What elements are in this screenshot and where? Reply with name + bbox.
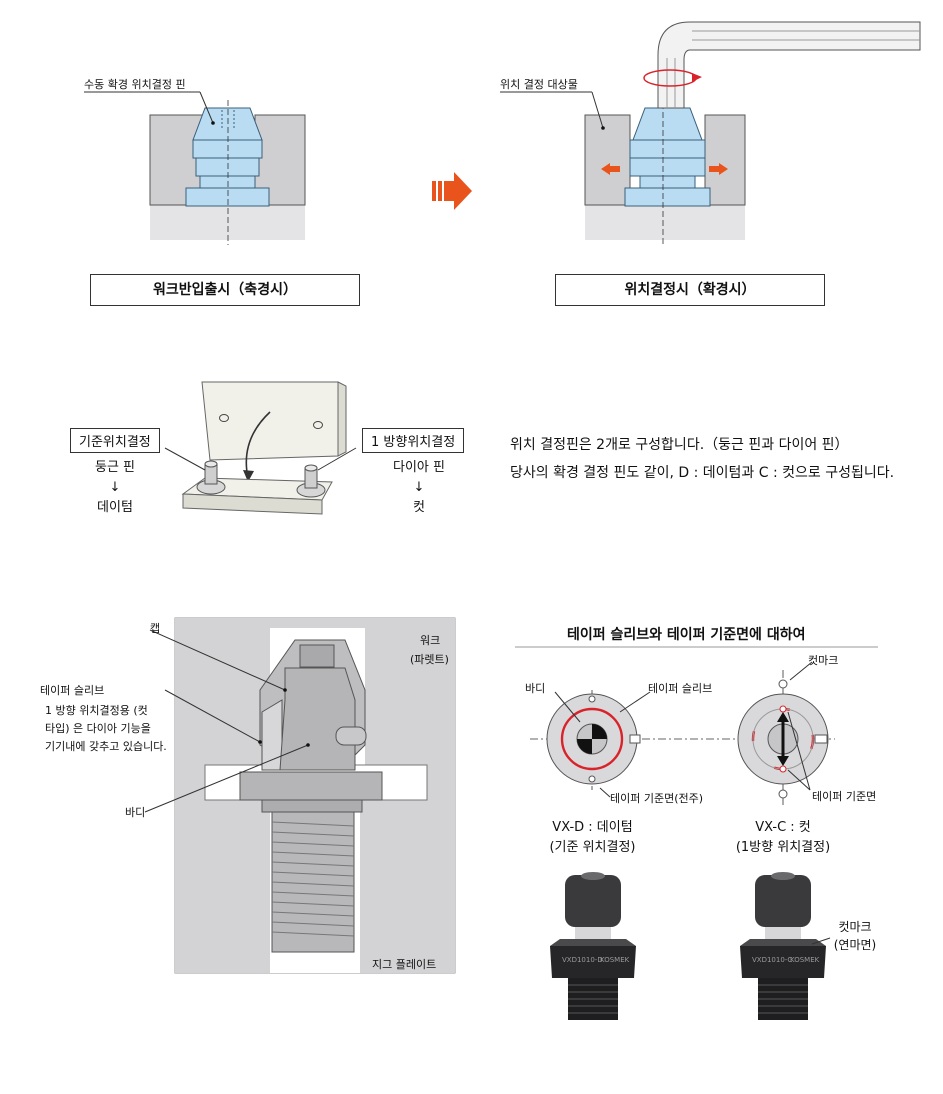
diamond-pin-name: 다이아 핀 bbox=[393, 460, 445, 475]
vx-d-caption: VX-D : 데이텀 (기준 위치결정) bbox=[530, 818, 655, 858]
taper-ref-label: 테이퍼 기준면 bbox=[812, 790, 877, 803]
round-pin-label: 둥근 핀 ↓ 데이텀 bbox=[60, 458, 170, 518]
diamond-pin-arrow: ↓ bbox=[413, 480, 425, 495]
diamond-pin-label: 다이아 핀 ↓ 컷 bbox=[362, 458, 476, 518]
taper-ref-full-label: 테이퍼 기준면(전주) bbox=[610, 792, 704, 805]
cut-mark-polished-label: 컷마크 (연마면) bbox=[820, 918, 890, 954]
cut-mark-polished-line2: (연마면) bbox=[833, 938, 877, 952]
vx-d-engraving-model: VXD1010-D bbox=[562, 956, 603, 964]
retracted-caption: 워크반입출시（축경시） bbox=[90, 274, 360, 306]
cut-type-note-line1: 1 방향 위치결정용 (컷 bbox=[45, 704, 148, 717]
vx-c-line2: (1방향 위치결정) bbox=[735, 840, 831, 855]
expanded-caption: 위치결정시（확경시） bbox=[555, 274, 825, 306]
direction-positioning-label: 1 방향위치결정 bbox=[362, 428, 465, 453]
taper-sleeve-top-label: 테이퍼 슬리브 bbox=[648, 682, 713, 695]
workpiece-callout: 위치 결정 대상물 bbox=[500, 78, 578, 91]
cut-mark-label: 컷마크 bbox=[808, 654, 839, 667]
taper-sleeve-label: 테이퍼 슬리브 bbox=[40, 684, 105, 697]
reference-positioning-label: 기준위치결정 bbox=[70, 428, 160, 453]
pallet-label: (파렛트) bbox=[410, 653, 449, 666]
round-pin-arrow: ↓ bbox=[109, 480, 121, 495]
cut-type-note-line2: 타입) 은 다이아 기능을 bbox=[45, 722, 151, 735]
vx-c-engraving-brand: KOSMEK bbox=[790, 956, 820, 964]
body-label: 바디 bbox=[125, 806, 146, 819]
diamond-pin-type: 컷 bbox=[413, 500, 425, 515]
cut-type-note-line3: 기기내에 갖추고 있습니다. bbox=[45, 740, 167, 753]
round-pin-name: 둥근 핀 bbox=[94, 460, 135, 475]
retracted-pin-callout: 수동 확경 위치결정 핀 bbox=[84, 78, 186, 91]
jig-plate-label: 지그 플레이트 bbox=[372, 958, 437, 971]
vx-c-caption: VX-C : 컷 (1방향 위치결정) bbox=[718, 818, 848, 858]
round-pin-type: 데이텀 bbox=[97, 500, 133, 515]
description-line-1: 위치 결정핀은 2개로 구성합니다.（둥근 핀과 다이어 핀） bbox=[510, 437, 849, 453]
taper-body-label: 바디 bbox=[525, 682, 546, 695]
cut-mark-polished-line1: 컷마크 bbox=[838, 920, 872, 934]
vx-d-line2: (기준 위치결정) bbox=[549, 840, 636, 855]
vx-d-line1: VX-D : 데이텀 bbox=[552, 820, 633, 835]
vx-c-engraving-model: VXD1010-C bbox=[752, 956, 793, 964]
description-line-2: 당사의 확경 결정 핀도 같이, D : 데이텀과 C : 컷으로 구성됩니다. bbox=[510, 465, 895, 481]
vx-c-line1: VX-C : 컷 bbox=[755, 820, 811, 835]
cap-label: 캡 bbox=[150, 622, 161, 635]
work-label: 워크 bbox=[420, 634, 441, 647]
vx-d-engraving-brand: KOSMEK bbox=[600, 956, 630, 964]
taper-section-title: 테이퍼 슬리브와 테이퍼 기준면에 대하여 bbox=[567, 627, 806, 643]
